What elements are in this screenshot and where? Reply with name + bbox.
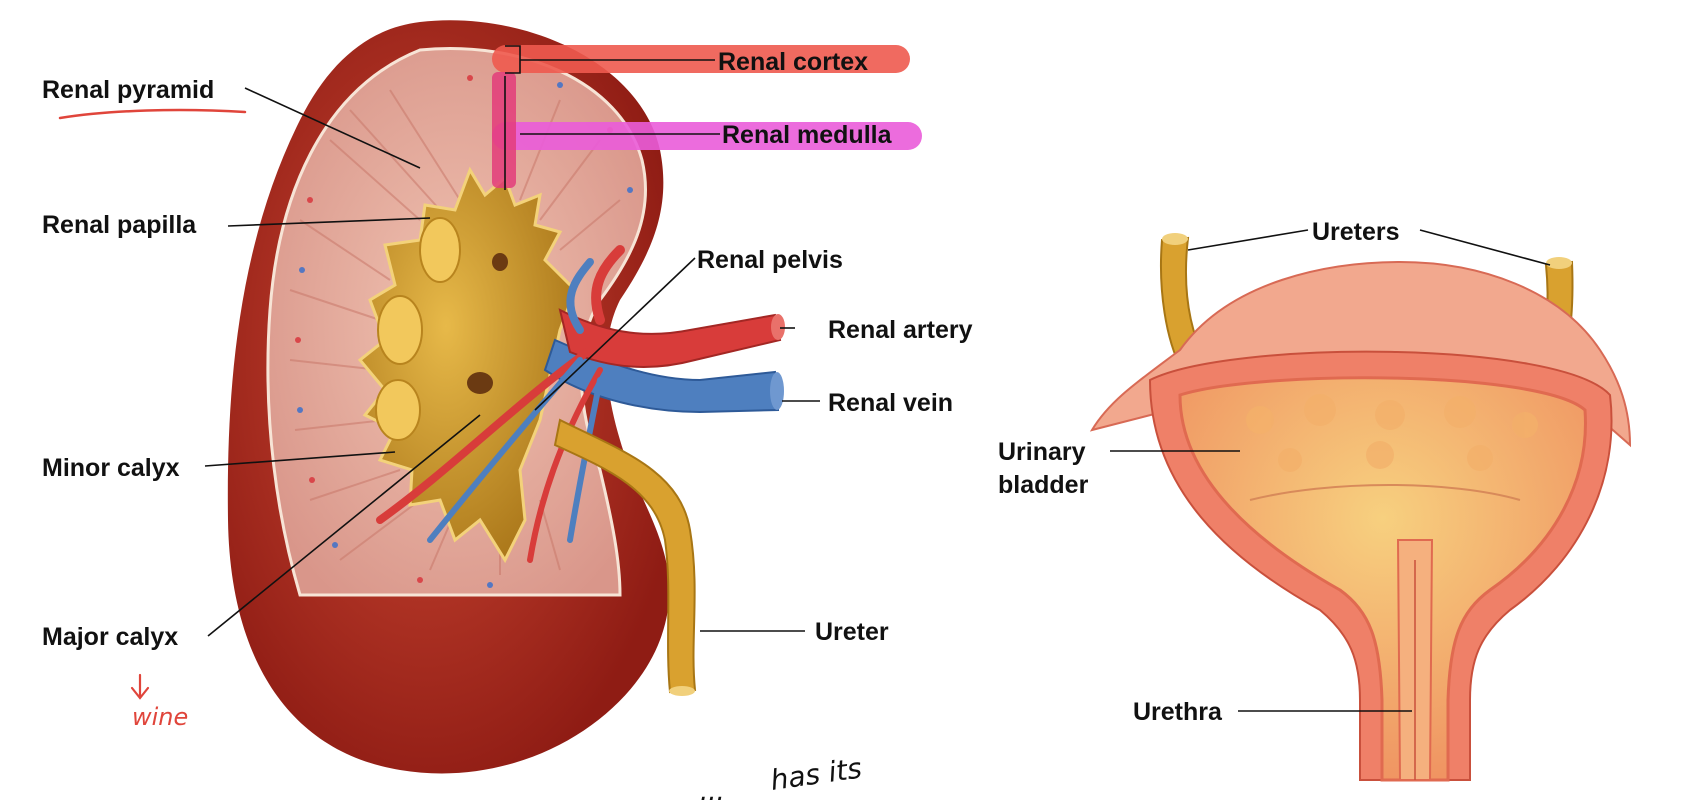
label-major-calyx: Major calyx: [42, 623, 178, 651]
bladder-leader-lines: [1110, 229, 1551, 712]
handwritten-annotations: wine has its ...: [58, 108, 864, 803]
trigone-line: [1249, 484, 1521, 501]
renal-medulla-vertical-highlight: [492, 72, 516, 188]
bladder-illustration: [1089, 233, 1632, 782]
down-arrow-mark: [130, 673, 150, 700]
label-minor-calyx: Minor calyx: [42, 454, 180, 482]
renal-cortex-highlight: [492, 45, 910, 73]
label-renal-vein: Renal vein: [828, 389, 953, 417]
label-urinary-bladder-line1: Urinary: [998, 438, 1086, 466]
renal-artery-shape: [558, 308, 782, 368]
label-renal-pelvis: Renal pelvis: [697, 246, 843, 274]
renal-papillae: [375, 217, 461, 441]
note-bottom-1: has its: [768, 751, 863, 796]
renal-artery-opening: [771, 314, 785, 340]
note-bottom-2: ...: [700, 777, 725, 803]
label-renal-medulla: Renal medulla: [722, 121, 893, 149]
pelvis-openings: [467, 253, 508, 394]
label-ureter: Ureter: [815, 618, 889, 646]
label-urethra: Urethra: [1133, 698, 1223, 726]
left-ureter-opening: [1162, 233, 1188, 245]
label-renal-papilla: Renal papilla: [42, 211, 197, 239]
renal-medulla-highlight: [492, 122, 922, 150]
kidney-illustration: [227, 20, 785, 774]
label-urinary-bladder-line2: bladder: [998, 471, 1089, 499]
ureter-opening: [669, 686, 695, 696]
right-ureter-opening: [1546, 257, 1572, 269]
bladder-rugae: [1246, 394, 1538, 472]
highlight-markers: [492, 45, 922, 190]
label-ureters: Ureters: [1312, 218, 1400, 246]
bladder-lumen: [1178, 376, 1587, 782]
renal-vein-opening: [770, 372, 784, 410]
underline-renal-pyramid: [58, 108, 247, 120]
cortex-vessels: [295, 75, 633, 588]
label-renal-pyramid: Renal pyramid: [42, 76, 214, 104]
kidney-leader-lines: [204, 87, 820, 637]
label-renal-cortex: Renal cortex: [718, 48, 868, 76]
segmental-vessels: [376, 245, 625, 563]
label-renal-artery: Renal artery: [828, 316, 973, 344]
note-major-calyx: wine: [132, 703, 188, 731]
